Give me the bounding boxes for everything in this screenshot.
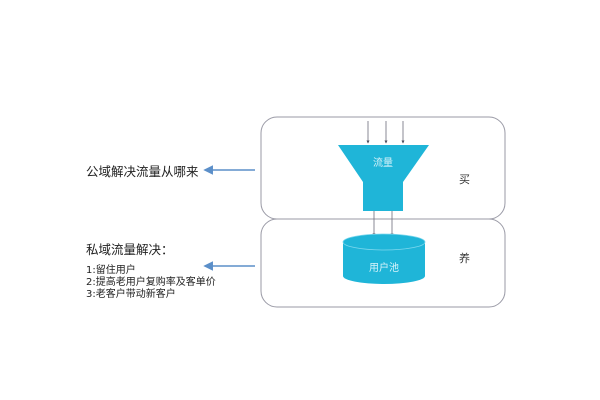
public-domain-title: 公域解决流量从哪来 xyxy=(86,164,199,179)
nurture-section-box xyxy=(260,218,506,308)
private-domain-list: 1:留住用户 2:提高老用户复购率及客单价 3:老客户带动新客户 xyxy=(86,265,216,301)
traffic-funnel-shape xyxy=(338,145,429,211)
list-item: 3:老客户带动新客户 xyxy=(86,289,176,300)
user-pool-cylinder xyxy=(342,233,426,284)
funnel-to-pool-connectors xyxy=(372,211,394,237)
buy-section-label: 买 xyxy=(459,173,470,186)
funnel-label: 流量 xyxy=(373,158,393,169)
incoming-traffic-arrows xyxy=(366,121,405,144)
list-item: 1:留住用户 xyxy=(86,265,136,276)
private-domain-title: 私域流量解决： xyxy=(86,242,174,257)
pool-label: 用户池 xyxy=(369,263,399,274)
nurture-section-label: 养 xyxy=(459,252,470,265)
list-item: 2:提高老用户复购率及客单价 xyxy=(86,277,216,288)
